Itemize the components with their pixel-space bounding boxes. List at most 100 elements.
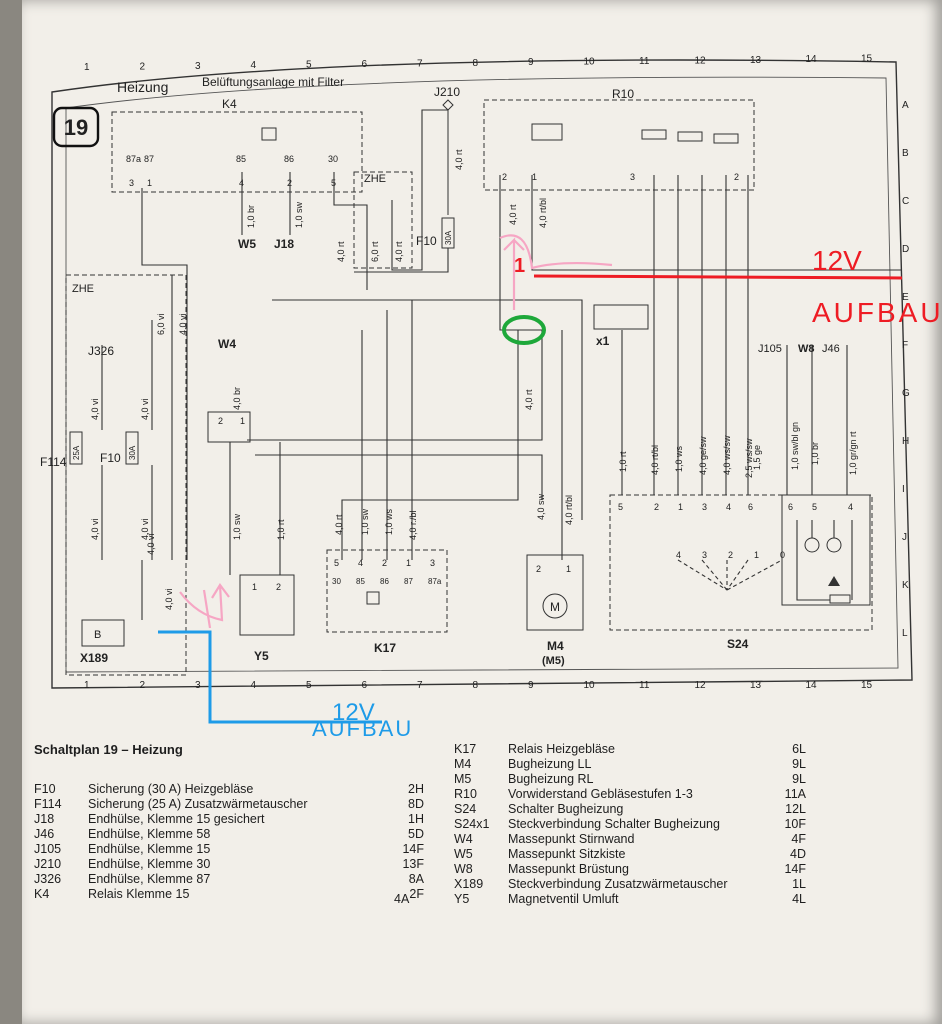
y5-label: Y5	[254, 649, 269, 663]
k17-term-86: 86	[380, 577, 389, 586]
diagram-subtitle: Belüftungsanlage mit Filter	[202, 75, 344, 89]
legend-location: 8D	[408, 797, 424, 811]
s24-label: S24	[727, 637, 749, 651]
grid-row-L: L	[902, 628, 908, 639]
legend-description: Endhülse, Klemme 15	[88, 842, 211, 856]
r10-pin-0: 2	[502, 172, 507, 182]
wire-label-w8_w: 1,0 br	[810, 442, 820, 465]
wire-k4-87	[141, 188, 188, 560]
wire-f10-out	[354, 248, 449, 273]
wire-label-left_b: 4,0 vi	[178, 313, 188, 335]
grid-col-top-5: 5	[306, 60, 312, 71]
k17-term-87a: 87a	[428, 577, 442, 586]
legend-code: M4	[454, 757, 472, 771]
legend-description: Steckverbindung Schalter Bugheizung	[508, 817, 720, 831]
legend-location: 11A	[784, 787, 806, 801]
grid-col-bottom-7: 7	[417, 680, 423, 691]
m4-motor-letter: M	[550, 600, 560, 614]
legend-code: M5	[454, 772, 472, 786]
s24-lamp-2	[826, 537, 842, 553]
legend-code: J46	[34, 827, 55, 841]
grid-row-J: J	[902, 532, 907, 543]
grid-row-K: K	[902, 580, 909, 591]
wire-label-j210_f10: 4,0 rt	[454, 149, 464, 170]
k4-label: K4	[222, 97, 237, 111]
w4-pin-2: 2	[218, 416, 223, 426]
pink-arrow-center	[503, 237, 525, 310]
blue-annotation-voltage: 12V	[332, 699, 375, 726]
x1-connector	[593, 304, 649, 330]
legend-description: Massepunkt Sitzkiste	[508, 847, 626, 861]
wire-label-s24_b: 4,0 rt/bl	[650, 445, 660, 475]
legend-code: J105	[34, 842, 62, 856]
blue-annotation: 12V AUFBAU	[158, 630, 411, 740]
red-annotation: 1 12V AUFBAU	[514, 245, 941, 328]
pink-arrow-left	[179, 583, 230, 622]
wire-j105	[786, 345, 848, 495]
x189-connector	[81, 619, 125, 647]
legend-description: Steckverbindung Zusatzwärmetauscher	[508, 877, 728, 891]
zhe-left-box	[65, 274, 187, 676]
grid-col-top-8: 8	[473, 58, 479, 69]
grid-col-bottom-9: 9	[528, 680, 534, 691]
j18-label: J18	[274, 237, 294, 251]
k4-pin-30: 30	[328, 154, 338, 164]
legend-code: F114	[34, 797, 62, 811]
w4-pin-1: 1	[240, 416, 245, 426]
j210-label: J210	[434, 85, 460, 99]
legend-code: W5	[454, 847, 473, 861]
legend-code: F10	[34, 782, 56, 796]
grid-col-bottom-8: 8	[473, 680, 479, 691]
y5-pin-1: 1	[252, 582, 257, 592]
grid-col-bottom-11: 11	[639, 680, 650, 691]
legend-description: Relais Heizgebläse	[508, 742, 616, 756]
legend-location: 2H	[408, 782, 424, 796]
r10-label: R10	[612, 87, 634, 101]
legend-code: X189	[454, 877, 484, 891]
legend-description: Endhülse, Klemme 58	[88, 827, 211, 841]
y5-pin-2: 2	[276, 582, 281, 592]
s24-pos-3: 3	[702, 550, 707, 560]
legend-location: 5D	[408, 827, 424, 841]
grid-col-bottom-3: 3	[195, 680, 201, 691]
legend-description: Sicherung (25 A) Zusatzwärmetauscher	[88, 797, 308, 811]
legend-description: Massepunkt Stirnwand	[508, 832, 635, 846]
wire-label-s24_a: 1,0 rt	[618, 451, 628, 472]
f10-left-fuse	[125, 431, 139, 465]
s24-pin-3: 3	[702, 502, 707, 512]
r10-pin-3: 2	[734, 172, 739, 182]
wire-r10-b	[531, 175, 902, 271]
wire-label-zhe_a: 4,0 rt	[336, 241, 346, 262]
f114-fuse	[69, 431, 83, 465]
wire-label-center_a: 4,0 rt	[524, 389, 534, 410]
wire-label-s24_g: 1,5 ge	[752, 445, 762, 470]
wire-label-s24_e: 4,0 ws/sw	[722, 435, 732, 475]
grid-col-bottom-13: 13	[750, 680, 762, 691]
s24-pin-4: 4	[726, 502, 731, 512]
legend-location: 9L	[792, 772, 806, 786]
legend-code: S24	[454, 802, 477, 816]
wire-label-zhe_b: 6,0 rt	[370, 241, 380, 262]
grid-col-top-4: 4	[251, 60, 257, 71]
k17-pin-5: 5	[334, 558, 339, 568]
k17-pin-2: 2	[382, 558, 387, 568]
m4-motor-symbol	[542, 593, 568, 619]
grid-col-top-11: 11	[639, 56, 650, 67]
grid-col-top-14: 14	[806, 54, 818, 65]
wire-zhe	[391, 109, 448, 271]
w4-label: W4	[218, 337, 236, 351]
diagram-number-badge	[52, 106, 100, 148]
legend-description: Bugheizung LL	[508, 757, 592, 771]
wire-s24-lamps	[796, 520, 853, 601]
s24-lamp-1	[804, 537, 820, 553]
blue-marker-line	[158, 630, 382, 724]
k4-coil	[261, 127, 277, 141]
grid-col-bottom-10: 10	[584, 680, 596, 691]
wire-label-r10_b: 4,0 rt/bl	[538, 198, 548, 228]
